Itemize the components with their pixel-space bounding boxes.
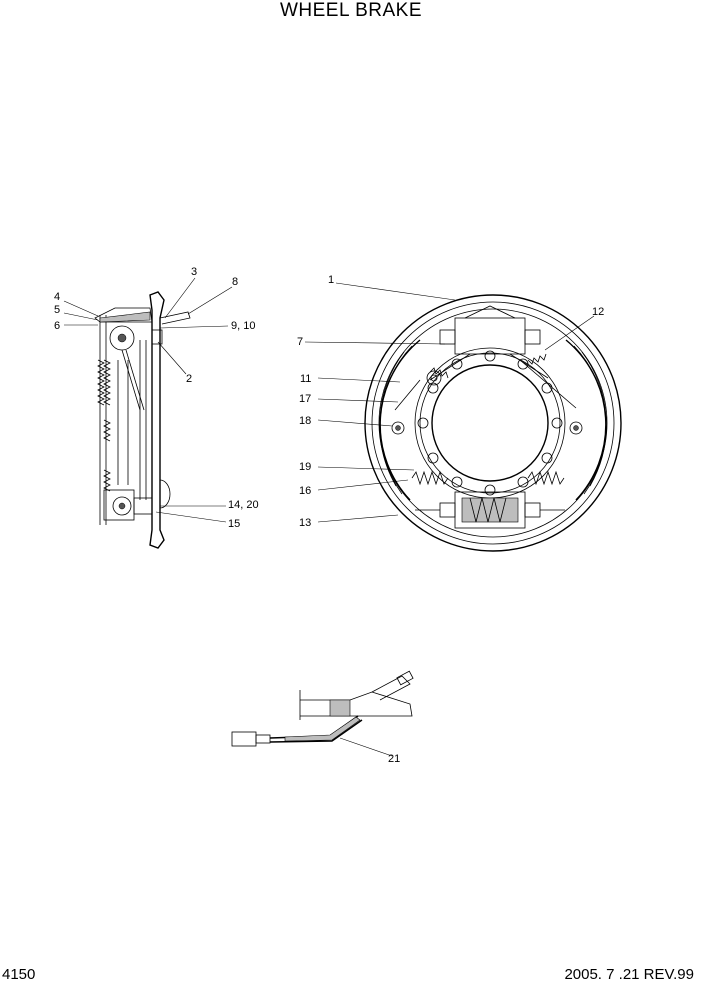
page-title: WHEEL BRAKE bbox=[279, 0, 423, 21]
revision-date: 2005. 7 .21 REV.99 bbox=[564, 966, 694, 983]
cable-detail bbox=[231, 670, 414, 757]
callout-16: 16 bbox=[299, 485, 311, 497]
callout-6: 6 bbox=[54, 320, 60, 332]
callout-21: 21 bbox=[388, 753, 400, 765]
callout-12: 12 bbox=[592, 306, 604, 318]
callout-19: 19 bbox=[299, 461, 311, 473]
callout-7: 7 bbox=[297, 336, 303, 348]
side-view-leaders bbox=[63, 277, 233, 523]
callout-18: 18 bbox=[299, 415, 311, 427]
callout-labels: 3 8 4 5 6 9, 10 2 14, 20 15 1 12 7 11 17… bbox=[54, 266, 604, 765]
lower-return-springs bbox=[411, 470, 565, 486]
callout-4: 4 bbox=[54, 291, 60, 303]
callout-15: 15 bbox=[228, 518, 240, 530]
side-view-assembly bbox=[94, 291, 191, 549]
page-number: 4150 bbox=[2, 966, 36, 983]
spring-upper bbox=[97, 359, 111, 406]
callout-2: 2 bbox=[186, 373, 192, 385]
front-view-leaders bbox=[304, 282, 595, 523]
callout-17: 17 bbox=[299, 393, 311, 405]
callout-3: 3 bbox=[191, 266, 197, 278]
front-view-assembly bbox=[364, 294, 622, 552]
callout-5: 5 bbox=[54, 304, 60, 316]
callout-13: 13 bbox=[299, 517, 311, 529]
callout-1: 1 bbox=[328, 274, 334, 286]
callout-14-20: 14, 20 bbox=[228, 499, 259, 511]
callout-9-10: 9, 10 bbox=[231, 320, 255, 332]
callout-11: 11 bbox=[300, 373, 311, 385]
hub-bolt-holes bbox=[417, 350, 563, 496]
callout-8: 8 bbox=[232, 276, 238, 288]
